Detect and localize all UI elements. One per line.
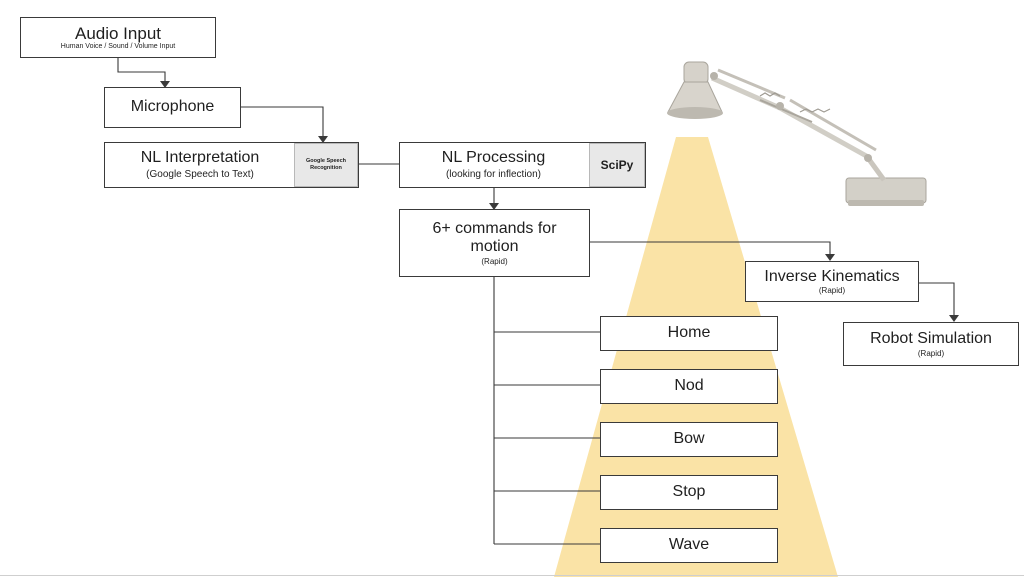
commands-title-line2: motion bbox=[470, 238, 519, 256]
robot-simulation-box: Robot Simulation (Rapid) bbox=[843, 322, 1019, 366]
scipy-label: SciPy bbox=[600, 158, 634, 172]
audio-input-title: Audio Input bbox=[74, 23, 161, 43]
inverse-kinematics-title: Inverse Kinematics bbox=[764, 267, 900, 285]
command-wave-box: Wave bbox=[600, 528, 778, 563]
command-home-box: Home bbox=[600, 316, 778, 351]
nl-interpretation-subtitle: (Google Speech to Text) bbox=[146, 169, 254, 181]
bottom-divider bbox=[0, 575, 1024, 576]
desk-lamp-icon bbox=[667, 61, 927, 206]
command-stop-box: Stop bbox=[600, 475, 778, 510]
light-beam bbox=[554, 137, 838, 577]
audio-input-subtitle: Human Voice / Sound / Volume Input bbox=[60, 43, 176, 51]
audio-input-box: Audio Input Human Voice / Sound / Volume… bbox=[20, 17, 216, 58]
nl-processing-title: NL Processing bbox=[441, 149, 546, 167]
command-home-label: Home bbox=[667, 324, 711, 342]
nl-interpretation-title: NL Interpretation bbox=[140, 149, 260, 167]
inverse-kinematics-subtitle: (Rapid) bbox=[818, 286, 846, 296]
commands-subtitle: (Rapid) bbox=[481, 256, 508, 266]
google-speech-recognition-label: Google Speech Recognition bbox=[305, 158, 347, 171]
command-stop-label: Stop bbox=[672, 483, 706, 501]
microphone-box: Microphone bbox=[104, 87, 241, 128]
microphone-title: Microphone bbox=[130, 98, 215, 116]
command-bow-box: Bow bbox=[600, 422, 778, 457]
robot-simulation-title: Robot Simulation bbox=[870, 330, 992, 348]
inverse-kinematics-box: Inverse Kinematics (Rapid) bbox=[745, 261, 919, 302]
command-bow-label: Bow bbox=[673, 430, 705, 448]
nl-processing-subtitle: (looking for inflection) bbox=[445, 169, 542, 181]
command-nod-label: Nod bbox=[674, 377, 704, 395]
command-nod-box: Nod bbox=[600, 369, 778, 404]
commands-title-line1: 6+ commands for bbox=[432, 220, 557, 238]
scipy-badge: SciPy bbox=[589, 143, 645, 187]
google-speech-recognition-badge: Google Speech Recognition bbox=[294, 143, 358, 187]
commands-box: 6+ commands for motion (Rapid) bbox=[399, 209, 590, 277]
robot-simulation-subtitle: (Rapid) bbox=[917, 348, 945, 358]
command-wave-label: Wave bbox=[668, 536, 710, 554]
